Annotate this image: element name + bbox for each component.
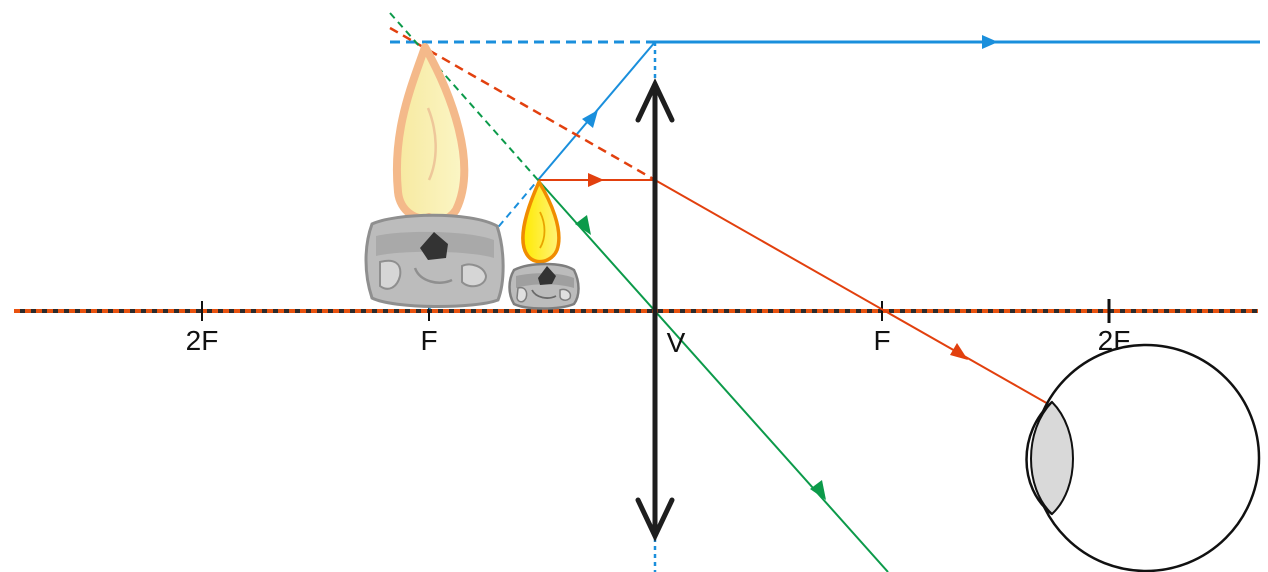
arrow-green-in xyxy=(575,215,591,235)
ray-green xyxy=(389,12,889,572)
arrow-red-in xyxy=(588,173,604,187)
label-2f-right: 2F xyxy=(1098,325,1131,356)
arrow-green-out xyxy=(810,480,826,500)
label-f-right: F xyxy=(873,325,890,356)
eye-icon xyxy=(1025,343,1261,572)
arrow-blue-out xyxy=(982,35,998,49)
axis-ticks xyxy=(201,299,1111,323)
arrow-red-out xyxy=(950,343,968,360)
converging-lens-icon xyxy=(635,78,675,542)
ray-red xyxy=(389,26,1051,406)
axis-labels: 2F F V F 2F xyxy=(186,325,1131,358)
label-vertex: V xyxy=(667,327,686,358)
candle-image-icon xyxy=(364,43,505,308)
label-2f-left: 2F xyxy=(186,325,219,356)
label-f-left: F xyxy=(420,325,437,356)
arrow-blue-in xyxy=(582,110,598,128)
candle-icon xyxy=(508,180,580,310)
